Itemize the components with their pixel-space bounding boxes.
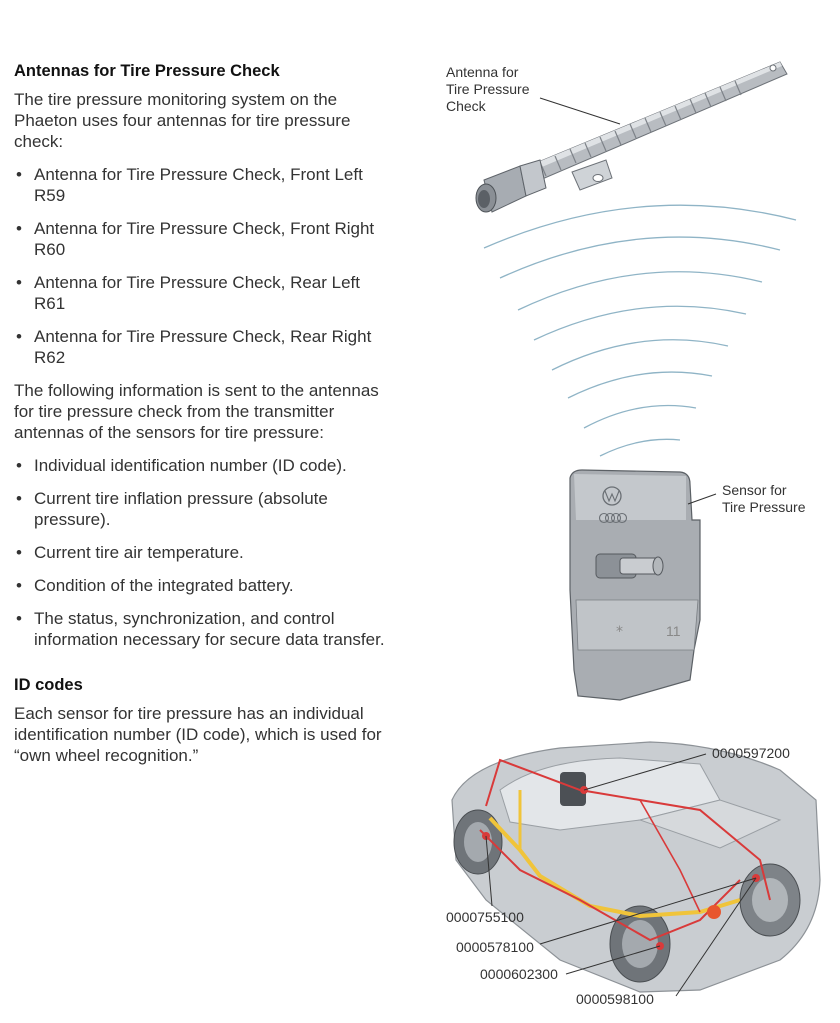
code-label-bottom-2: 0000602300 — [480, 966, 558, 982]
code-label-bottom-1: 0000578100 — [456, 939, 534, 955]
sensor-label: Sensor for Tire Pressure — [722, 482, 806, 515]
code-label-left: 0000755100 — [446, 909, 524, 925]
code-label-bottom-3: 0000598100 — [576, 991, 654, 1007]
list-item: •Antenna for Tire Pressure Check, Front … — [16, 219, 375, 259]
id-codes-body: Each sensor for tire pressure has an ind… — [14, 704, 382, 765]
code-label-top-right: 0000597200 — [712, 745, 790, 761]
list-item: •Individual identification number (ID co… — [16, 456, 347, 475]
antenna-callout — [539, 97, 621, 125]
sensor-star-mark: * — [616, 624, 623, 640]
antennas-intro: The tire pressure monitoring system on t… — [14, 90, 351, 151]
text-column: Antennas for Tire Pressure Check The tir… — [14, 62, 394, 778]
list-item: •The status, synchronization, and contro… — [16, 609, 385, 649]
sensor-callout — [687, 493, 717, 505]
section-heading-id-codes: ID codes — [14, 676, 83, 694]
sensor-number-mark: 11 — [666, 623, 681, 639]
list-item: •Antenna for Tire Pressure Check, Rear R… — [16, 327, 372, 367]
list-item: •Current tire air temperature. — [16, 543, 244, 562]
antenna-sensor-figure: * 11 — [475, 61, 797, 701]
info-list: •Individual identification number (ID co… — [14, 455, 394, 650]
list-item: •Condition of the integrated battery. — [16, 576, 294, 595]
antenna-list: •Antenna for Tire Pressure Check, Front … — [14, 164, 394, 368]
sensor-illustration: * 11 — [569, 469, 701, 701]
car-callouts — [485, 753, 757, 997]
car-illustration — [451, 741, 821, 993]
signal-waves — [483, 204, 797, 457]
antenna-label: Antenna for Tire Pressure Check — [446, 64, 530, 114]
list-item: •Current tire inflation pressure (absolu… — [16, 489, 328, 529]
list-item: •Antenna for Tire Pressure Check, Front … — [16, 165, 363, 205]
list-item: •Antenna for Tire Pressure Check, Rear L… — [16, 273, 360, 313]
info-intro: The following information is sent to the… — [14, 381, 379, 442]
antenna-illustration — [475, 61, 788, 213]
section-heading-antennas: Antennas for Tire Pressure Check — [14, 62, 280, 80]
